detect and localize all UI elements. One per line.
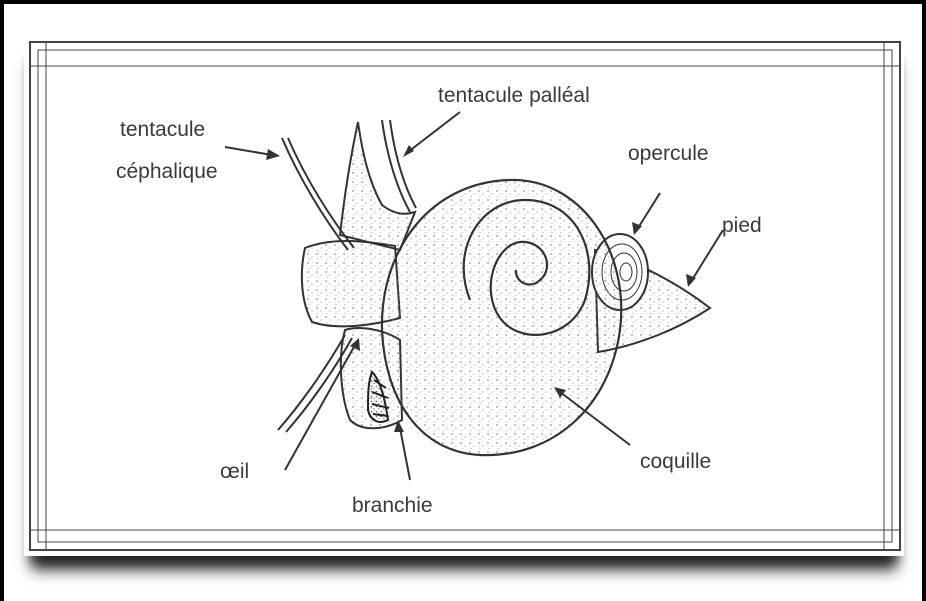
label-coquille: coquille bbox=[640, 450, 711, 473]
label-oeil: œil bbox=[220, 460, 249, 483]
label-tentacule-palleal: tentacule palléal bbox=[438, 84, 590, 107]
label-tentacule-cephalique-line2: céphalique bbox=[116, 160, 218, 183]
pallial-tentacles bbox=[382, 120, 416, 212]
label-tentacule-cephalique-line1: tentacule bbox=[120, 118, 205, 141]
mantle-lobe bbox=[340, 122, 415, 250]
label-opercule: opercule bbox=[628, 142, 709, 165]
label-branchie: branchie bbox=[352, 494, 433, 517]
shell bbox=[382, 180, 621, 455]
label-pied: pied bbox=[722, 214, 762, 237]
